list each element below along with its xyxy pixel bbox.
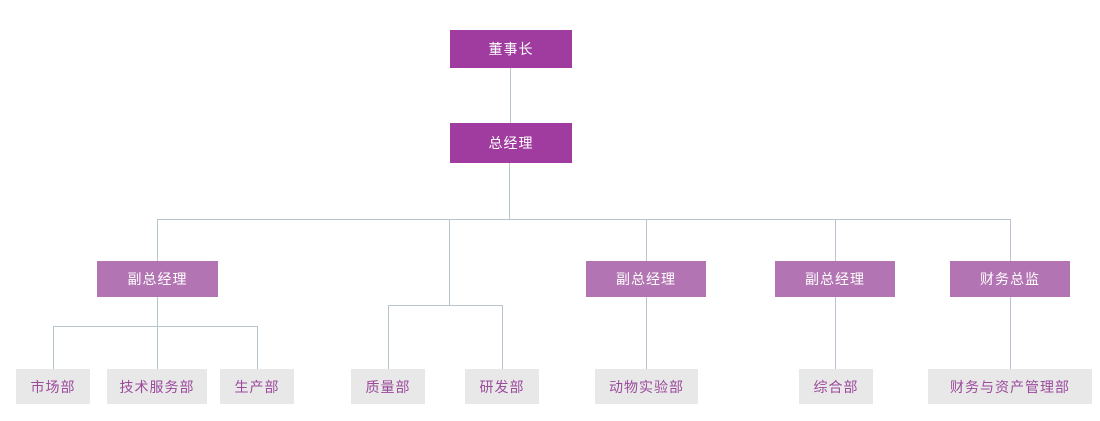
node-general-manager: 总经理 <box>450 123 572 163</box>
node-animal-lab-dept: 动物实验部 <box>595 369 698 404</box>
node-cfo: 财务总监 <box>950 261 1070 297</box>
connector-vp1-trunk <box>157 297 158 326</box>
connector-vp1-production <box>257 326 258 369</box>
connector-mid-quality <box>388 305 389 369</box>
node-vp-2: 副总经理 <box>586 261 706 297</box>
node-vp-3: 副总经理 <box>775 261 895 297</box>
connector-vp1-rail <box>53 326 258 327</box>
node-marketing-dept: 市场部 <box>16 369 90 404</box>
connector-vp3-general <box>835 297 836 369</box>
connector-mid-rail <box>388 305 503 306</box>
connector-gm-trunk <box>509 163 510 219</box>
connector-cfo-financeasset <box>1010 297 1011 369</box>
connector-rail-cfo <box>1010 219 1011 261</box>
connector-level3-rail <box>157 219 1011 220</box>
connector-vp1-marketing <box>53 326 54 369</box>
connector-rail-vp2 <box>646 219 647 261</box>
connector-vp2-animallab <box>646 297 647 369</box>
node-general-dept: 综合部 <box>799 369 873 404</box>
connector-mid-rd <box>502 305 503 369</box>
connector-rail-mid-branch <box>449 219 450 305</box>
node-finance-asset-dept: 财务与资产管理部 <box>928 369 1092 404</box>
node-tech-service-dept: 技术服务部 <box>107 369 207 404</box>
node-vp-1: 副总经理 <box>97 261 218 297</box>
node-rd-dept: 研发部 <box>465 369 539 404</box>
node-production-dept: 生产部 <box>220 369 294 404</box>
connector-rail-vp1 <box>157 219 158 261</box>
node-quality-dept: 质量部 <box>351 369 425 404</box>
connector-rail-vp3 <box>835 219 836 261</box>
connector-vp1-techservice <box>157 326 158 369</box>
node-chairman: 董事长 <box>450 30 572 68</box>
connector-chairman-gm <box>510 68 511 123</box>
